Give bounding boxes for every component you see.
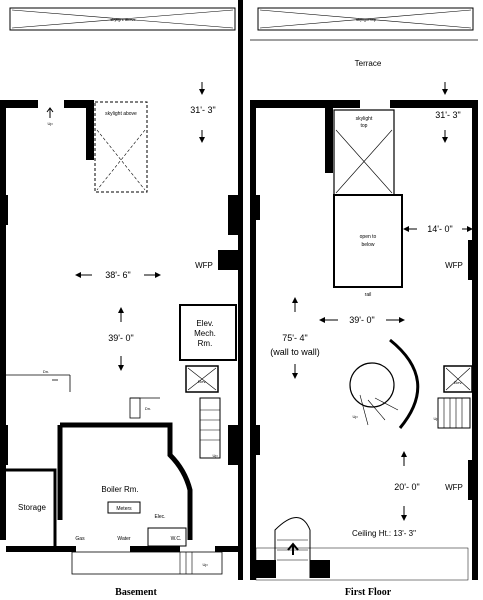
svg-text:(wall to wall): (wall to wall) [270, 347, 320, 357]
svg-text:Dn.: Dn. [145, 406, 151, 411]
svg-text:Elev.: Elev. [196, 319, 213, 328]
svg-text:open to: open to [360, 234, 377, 240]
basement-skylight-label: skylight above [105, 111, 137, 117]
basement-depth-dim: 31'- 3" [190, 105, 215, 115]
basement-walls [0, 0, 243, 580]
svg-text:Dn.: Dn. [43, 369, 49, 374]
basement-caption: Basement [115, 587, 157, 598]
first-floor-plan: skylight top Terrace skylight top 31'- 3… [250, 7, 478, 598]
svg-text:Elev.: Elev. [198, 379, 207, 384]
basement-skylight-above: skylight above [94, 101, 148, 193]
first-floor-wfp-1: WFP [445, 261, 463, 270]
basement-lower-landing: Dn. [6, 369, 71, 392]
svg-text:W.C.: W.C. [171, 536, 182, 542]
basement-bottom-steps: Up [71, 551, 223, 575]
svg-text:top: top [361, 123, 368, 129]
first-floor-spiral-stair: Up [349, 338, 420, 429]
svg-text:Mech.: Mech. [194, 329, 216, 338]
first-floor-terrace: Terrace [355, 59, 382, 68]
basement-right-stair: Dn. [129, 397, 160, 419]
first-floor-stair-flight: Up [433, 397, 471, 429]
basement-mech-room: Elev. Mech. Rm. [179, 304, 237, 361]
basement-elevator: Elev. [185, 365, 219, 393]
first-floor-ceiling: Ceiling Ht.: 13'- 3" [352, 529, 416, 538]
svg-text:Up: Up [433, 416, 439, 421]
svg-text:Storage: Storage [18, 503, 47, 512]
basement-wc: W.C. [147, 527, 187, 547]
basement-up-top: Up [47, 121, 53, 126]
svg-text:Up: Up [212, 453, 218, 458]
svg-text:skylight top: skylight top [356, 17, 377, 22]
svg-text:Boiler Rm.: Boiler Rm. [101, 485, 138, 494]
first-floor-open-below: open to below rail [333, 194, 403, 298]
svg-text:Elec.: Elec. [154, 514, 165, 520]
basement-wfp: WFP [195, 261, 213, 270]
svg-text:Meters: Meters [116, 506, 132, 512]
basement-width-dim: 38'- 6" [105, 270, 130, 280]
basement-skylight-strip: skylight above [9, 7, 236, 31]
svg-text:Gas: Gas [75, 536, 85, 542]
basement-plan: skylight above skylight above [0, 0, 243, 598]
first-floor-width-dim-39: 39'- 0" [349, 315, 374, 325]
svg-text:Water: Water [117, 536, 130, 542]
first-floor-length-dim: 75'- 4" [282, 333, 307, 343]
svg-text:Rm.: Rm. [198, 339, 213, 348]
svg-text:Up: Up [352, 414, 358, 419]
basement-length-dim: 39'- 0" [108, 333, 133, 343]
first-floor-width-dim-14: 14'- 0" [427, 224, 452, 234]
svg-text:Up: Up [202, 562, 208, 567]
basement-stair-flight: Up [199, 397, 221, 459]
first-floor-elevator: Elev. [443, 365, 473, 393]
svg-text:skylight: skylight [356, 116, 373, 122]
svg-text:Elev.: Elev. [454, 380, 463, 385]
svg-text:rail: rail [365, 292, 372, 298]
first-floor-depth-dim: 31'- 3" [435, 110, 460, 120]
basement-meters: Meters Elec. Gas Water [75, 501, 166, 542]
first-floor-dim-20: 20'- 0" [394, 482, 419, 492]
first-floor-skylight-top: skylight top [333, 109, 395, 196]
first-floor-skylight-strip: skylight top [257, 7, 474, 31]
basement-boiler-room: Boiler Rm. [57, 422, 193, 540]
svg-text:below: below [361, 242, 374, 248]
first-floor-walls [250, 100, 478, 580]
entry-up-arrow-icon [287, 542, 299, 555]
first-floor-wfp-2: WFP [445, 483, 463, 492]
basement-storage: Storage [6, 468, 57, 546]
first-floor-caption: First Floor [345, 587, 392, 598]
basement-skylight-strip-label: skylight above [110, 17, 136, 22]
